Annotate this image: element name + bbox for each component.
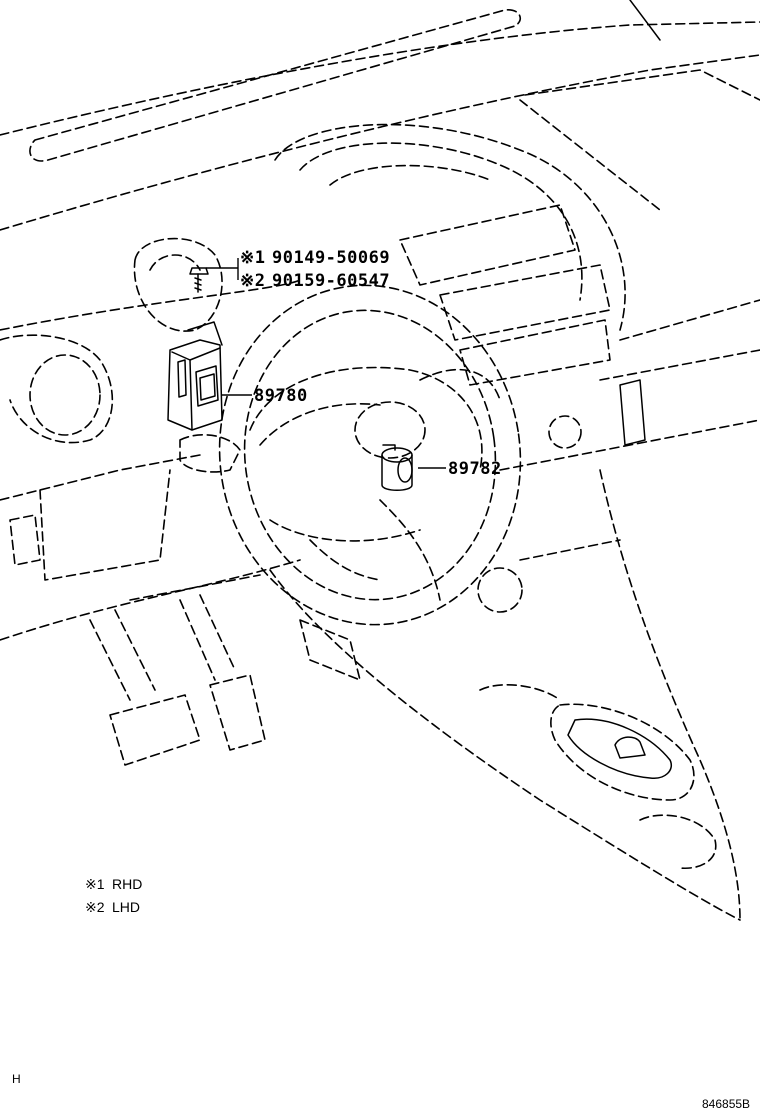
callout-switch-ignition-part-number[interactable]: 89782 — [448, 459, 502, 479]
callout-screw-lhd-part-number[interactable]: 90159-60547 — [272, 271, 390, 291]
legend-text-lhd: LHD — [112, 899, 140, 915]
callout-switch-left-part-number[interactable]: 89780 — [254, 386, 308, 406]
callout-screw-rhd-marker: ※1 — [240, 248, 265, 268]
meter-cluster — [274, 123, 626, 386]
dashboard-top — [0, 0, 760, 331]
center-console — [269, 469, 741, 921]
right-dashboard — [499, 299, 760, 561]
callout-screw-rhd-part-number[interactable]: 90149-50069 — [272, 248, 390, 268]
switch-89782-part — [381, 444, 413, 491]
pedals — [89, 574, 266, 766]
corner-mark: H — [12, 1072, 21, 1086]
callout-screw-lhd-marker: ※2 — [240, 271, 265, 291]
screw-part — [189, 267, 209, 293]
left-vent — [0, 237, 301, 641]
legend-marker-1: ※1 — [85, 876, 105, 892]
steering-wheel — [218, 284, 522, 626]
legend-text-rhd: RHD — [112, 876, 142, 892]
leader-lines — [206, 258, 446, 469]
legend-marker-2: ※2 — [85, 899, 105, 915]
switch-89780-part — [167, 321, 223, 431]
legend: ※1 RHD ※2 LHD — [85, 876, 142, 915]
figure-code: 846855B — [702, 1097, 750, 1111]
